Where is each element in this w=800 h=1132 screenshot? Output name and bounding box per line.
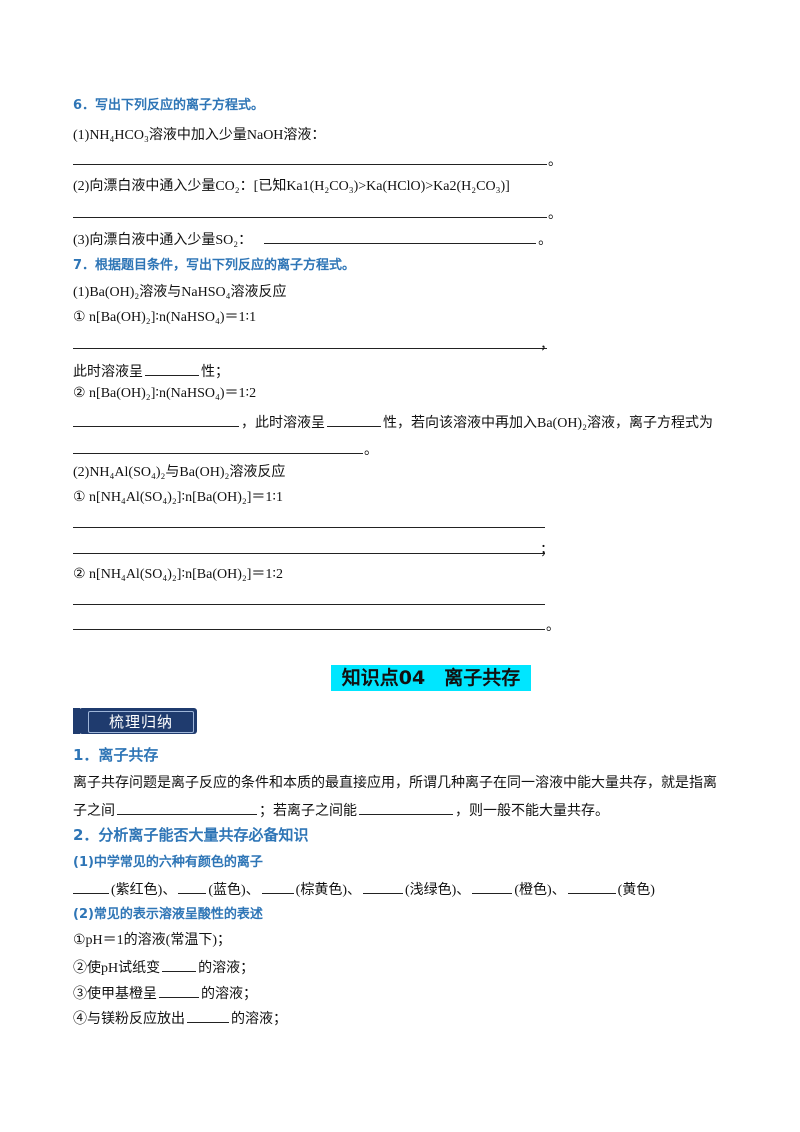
period-mark: 。 bbox=[548, 154, 562, 169]
answer-blank[interactable] bbox=[159, 983, 199, 998]
text: (黄色) bbox=[617, 883, 655, 898]
comma-mark: ， bbox=[540, 338, 554, 353]
q6-title: 6．写出下列反应的离子方程式。 bbox=[73, 98, 265, 113]
answer-line[interactable] bbox=[73, 527, 545, 528]
tag-bar bbox=[73, 708, 80, 734]
period-mark: 。 bbox=[538, 233, 553, 248]
answer-blank[interactable] bbox=[73, 412, 239, 427]
knowledge-point-heading: 知识点04 离子共存 bbox=[331, 665, 531, 691]
acid-item-4: ④与镁粉反应放出 的溶液； bbox=[73, 1008, 287, 1029]
answer-line[interactable] bbox=[73, 453, 363, 454]
text: 子之间 bbox=[73, 804, 115, 819]
answer-blank[interactable] bbox=[73, 879, 109, 894]
text: 性，若向该溶液中再加入Ba(OH)₂溶液，离子方程式为 bbox=[383, 416, 713, 431]
q6-item2: (2)向漂白液中通入少量CO₂：[已知Ka1(H₂CO₃)>Ka(HClO)>K… bbox=[73, 179, 510, 194]
period-mark: 。 bbox=[546, 619, 560, 634]
answer-blank[interactable] bbox=[359, 800, 453, 815]
answer-blank[interactable] bbox=[178, 879, 207, 894]
q7-sub1-head: (1)Ba(OH)₂溶液与NaHSO₄溶液反应 bbox=[73, 285, 287, 300]
answer-blank[interactable] bbox=[362, 879, 403, 894]
acid-item-1: ①pH＝1的溶液(常温下)； bbox=[73, 933, 231, 948]
text: ；若离子之间能 bbox=[259, 804, 357, 819]
section-2-title: 2．分析离子能否大量共存必备知识 bbox=[73, 826, 309, 844]
answer-line[interactable] bbox=[73, 604, 545, 605]
text: 此时溶液呈 bbox=[73, 365, 143, 380]
answer-blank[interactable] bbox=[472, 879, 513, 894]
text: ④与镁粉反应放出 bbox=[73, 1012, 185, 1027]
q6-item3: (3)向漂白液中通入少量SO₂： 。 bbox=[73, 229, 552, 250]
q7-sub2-head: (2)NH₄Al(SO₄)₂与Ba(OH)₂溶液反应 bbox=[73, 465, 286, 480]
section-2-sub1: (1)中学常见的六种有颜色的离子 bbox=[73, 855, 263, 870]
q7-sub1-case2-answer: ，此时溶液呈 性，若向该溶液中再加入Ba(OH)₂溶液，离子方程式为 bbox=[73, 412, 713, 433]
text: (橙色)、 bbox=[514, 883, 566, 898]
text: 性； bbox=[201, 365, 229, 380]
summary-tag: 梳理归纳 bbox=[73, 706, 197, 736]
period-mark: 。 bbox=[364, 443, 378, 458]
answer-blank[interactable] bbox=[261, 879, 294, 894]
text: (棕黄色)、 bbox=[295, 883, 361, 898]
q6-item3-text: (3)向漂白液中通入少量SO₂： bbox=[73, 233, 253, 248]
section-1-para-line1: 离子共存问题是离子反应的条件和本质的最直接应用，所谓几种离子在同一溶液中能大量共… bbox=[73, 776, 717, 791]
answer-blank[interactable] bbox=[117, 800, 257, 815]
text: 的溶液； bbox=[198, 961, 255, 976]
q6-item1: (1)NH₄HCO₃溶液中加入少量NaOH溶液： bbox=[73, 128, 326, 143]
text: (浅绿色)、 bbox=[404, 883, 471, 898]
q7-sub2-case2: ② n[NH₄Al(SO₄)₂]∶n[Ba(OH)₂]＝1∶2 bbox=[73, 567, 284, 582]
answer-line[interactable] bbox=[73, 164, 547, 165]
q7-title: 7．根据题目条件，写出下列反应的离子方程式。 bbox=[73, 258, 356, 273]
section-1-para-line2: 子之间 ；若离子之间能 ，则一般不能大量共存。 bbox=[73, 800, 609, 821]
answer-blank[interactable] bbox=[264, 229, 537, 244]
text: (紫红色)、 bbox=[111, 883, 177, 898]
text: 的溶液； bbox=[201, 987, 257, 1002]
answer-blank[interactable] bbox=[162, 957, 197, 972]
period-mark: 。 bbox=[548, 207, 562, 222]
answer-line[interactable] bbox=[73, 217, 547, 218]
section-1-title: 1．离子共存 bbox=[73, 746, 159, 764]
tag-label: 梳理归纳 bbox=[88, 711, 194, 733]
q7-sub1-case2: ② n[Ba(OH)₂]∶n(NaHSO₄)＝1∶2 bbox=[73, 386, 257, 401]
q7-sub1-case1: ① n[Ba(OH)₂]∶n(NaHSO₄)＝1∶1 bbox=[73, 310, 257, 325]
acid-item-2: ②使pH试纸变 的溶液； bbox=[73, 957, 254, 978]
text: ③使甲基橙呈 bbox=[73, 987, 157, 1002]
q7-sub2-case1: ① n[NH₄Al(SO₄)₂]∶n[Ba(OH)₂]＝1∶1 bbox=[73, 490, 284, 505]
section-2-sub2: (2)常见的表示溶液呈酸性的表述 bbox=[73, 907, 263, 922]
tag-background bbox=[79, 708, 197, 734]
answer-line[interactable] bbox=[73, 553, 545, 554]
semicolon-mark: ； bbox=[540, 543, 554, 558]
answer-line[interactable] bbox=[73, 629, 545, 630]
colored-ions-line: (紫红色)、 (蓝色)、 (棕黄色)、 (浅绿色)、 (橙色)、 (黄色) bbox=[73, 879, 655, 900]
answer-blank[interactable] bbox=[187, 1008, 229, 1023]
answer-blank[interactable] bbox=[327, 412, 381, 427]
text: ②使pH试纸变 bbox=[73, 961, 161, 976]
text: 的溶液； bbox=[231, 1012, 287, 1027]
text: (蓝色)、 bbox=[208, 883, 260, 898]
answer-blank[interactable] bbox=[567, 879, 616, 894]
text: ，此时溶液呈 bbox=[241, 416, 325, 431]
answer-blank[interactable] bbox=[145, 361, 199, 376]
acid-item-3: ③使甲基橙呈 的溶液； bbox=[73, 983, 257, 1004]
q7-sub1-case1-nature: 此时溶液呈 性； bbox=[73, 361, 229, 382]
text: ，则一般不能大量共存。 bbox=[455, 804, 609, 819]
answer-line[interactable] bbox=[73, 348, 547, 349]
